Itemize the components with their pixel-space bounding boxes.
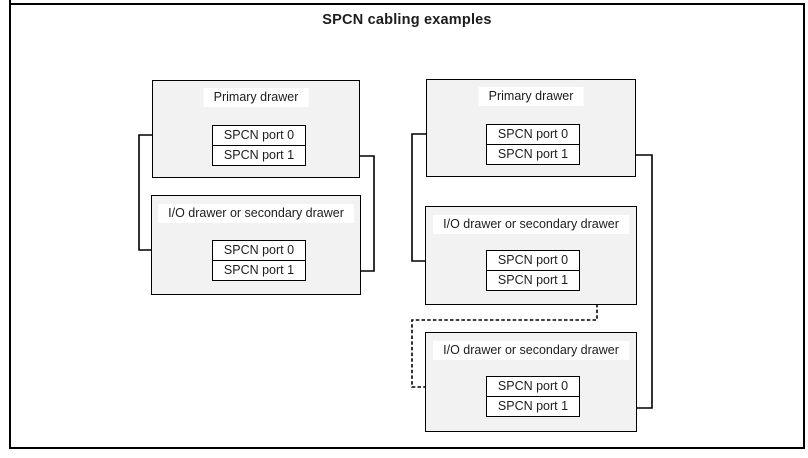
- left-io-port1-box: SPCN port 1: [212, 261, 306, 281]
- right-io2-port0-box: SPCN port 0: [486, 376, 580, 397]
- right-primary-port0-box: SPCN port 0: [486, 124, 580, 145]
- right-io1-port1-box: SPCN port 1: [486, 271, 580, 291]
- right-io1-port0-box: SPCN port 0: [486, 250, 580, 271]
- frame-left-border-extension: [9, 0, 11, 5]
- left-primary-port0-box: SPCN port 0: [212, 125, 306, 146]
- left-io-port0-box: SPCN port 0: [212, 240, 306, 261]
- cable-right-io1-port1-to-io2-port0-dashed: [411, 281, 598, 388]
- right-io-drawer-2-title: I/O drawer or secondary drawer: [433, 341, 629, 360]
- right-primary-drawer-title: Primary drawer: [478, 87, 584, 106]
- diagram-frame: [9, 3, 805, 449]
- diagram-title: SPCN cabling examples: [322, 12, 492, 28]
- left-io-drawer-title: I/O drawer or secondary drawer: [158, 204, 354, 223]
- left-primary-drawer-title: Primary drawer: [203, 88, 309, 107]
- left-primary-port1-box: SPCN port 1: [212, 146, 306, 166]
- right-primary-port1-box: SPCN port 1: [486, 145, 580, 165]
- right-io2-port1-box: SPCN port 1: [486, 397, 580, 417]
- right-io-drawer-1-title: I/O drawer or secondary drawer: [433, 215, 629, 234]
